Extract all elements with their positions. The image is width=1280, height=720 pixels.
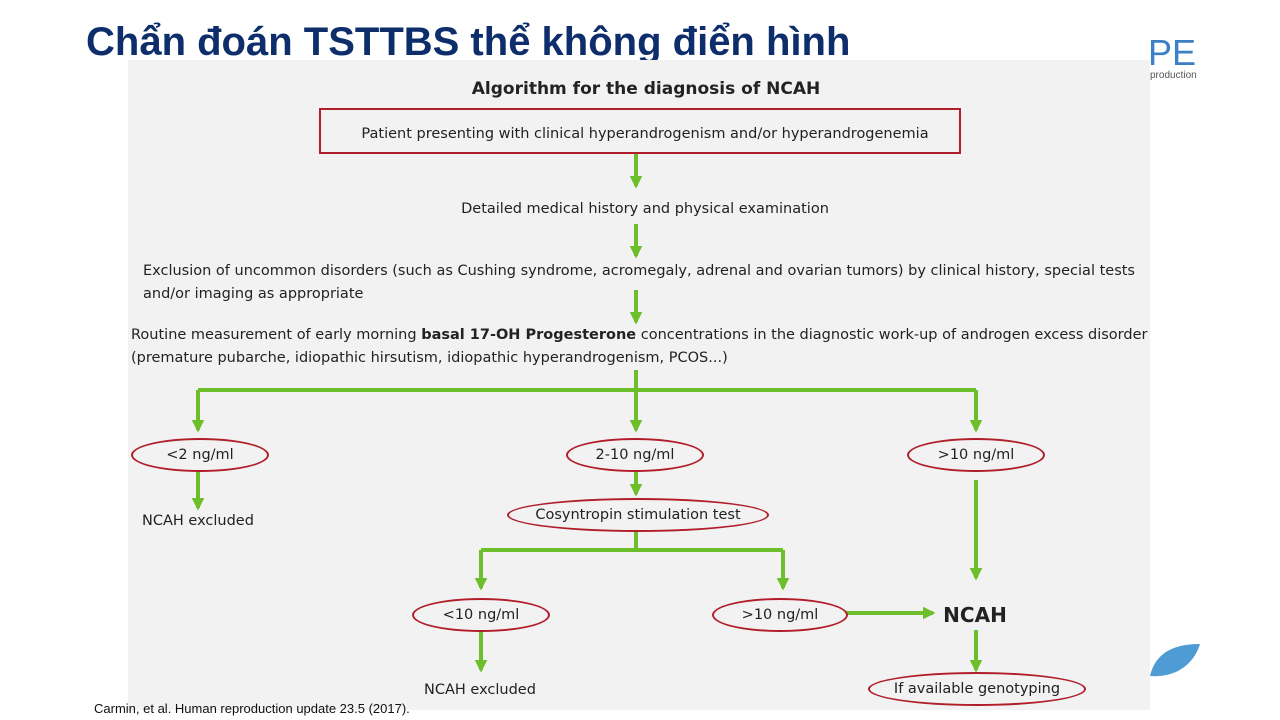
oval-mid: 2-10 ng/ml	[566, 438, 704, 472]
routine-text-pre: Routine measurement of early morning	[131, 327, 422, 343]
oval-stim-test: Cosyntropin stimulation test	[507, 498, 769, 532]
diagram-heading: Algorithm for the diagnosis of NCAH	[471, 79, 821, 99]
slide-title: Chẩn đoán TSTTBS thể không điển hình	[86, 20, 851, 64]
flow-arrows	[191, 154, 983, 673]
exclusion-text-line1: Exclusion of uncommon disorders (such as…	[143, 263, 1135, 279]
exclusion-text-line2: and/or imaging as appropriate	[143, 286, 364, 302]
oval-low: <2 ng/ml	[131, 438, 269, 472]
oval-high: >10 ng/ml	[907, 438, 1045, 472]
presenting-text: Patient presenting with clinical hyperan…	[361, 126, 929, 142]
ncah-result: NCAH	[943, 603, 1007, 627]
citation: Carmin, et al. Human reproduction update…	[94, 701, 410, 716]
algorithm-panel: Algorithm for the diagnosis of NCAH Pati…	[128, 60, 1150, 710]
logo-subtext: production	[1150, 70, 1197, 81]
history-text: Detailed medical history and physical ex…	[461, 201, 829, 217]
routine-text-post: concentrations in the diagnostic work-up…	[636, 327, 1148, 343]
leaf-logo-icon	[1150, 644, 1200, 677]
routine-text-line1: Routine measurement of early morning bas…	[131, 327, 1147, 343]
oval-stim-low: <10 ng/ml	[412, 598, 550, 632]
oval-stim-high: >10 ng/ml	[712, 598, 848, 632]
logo-text: PE	[1148, 32, 1197, 73]
presenting-box	[319, 108, 961, 154]
oval-genotyping: If available genotyping	[868, 672, 1086, 706]
ncah-excluded-stim: NCAH excluded	[424, 682, 536, 698]
ncah-excluded-low: NCAH excluded	[142, 513, 254, 529]
routine-text-bold: basal 17-OH Progesterone	[421, 327, 637, 343]
routine-text-line2: (premature pubarche, idiopathic hirsutis…	[131, 350, 728, 366]
